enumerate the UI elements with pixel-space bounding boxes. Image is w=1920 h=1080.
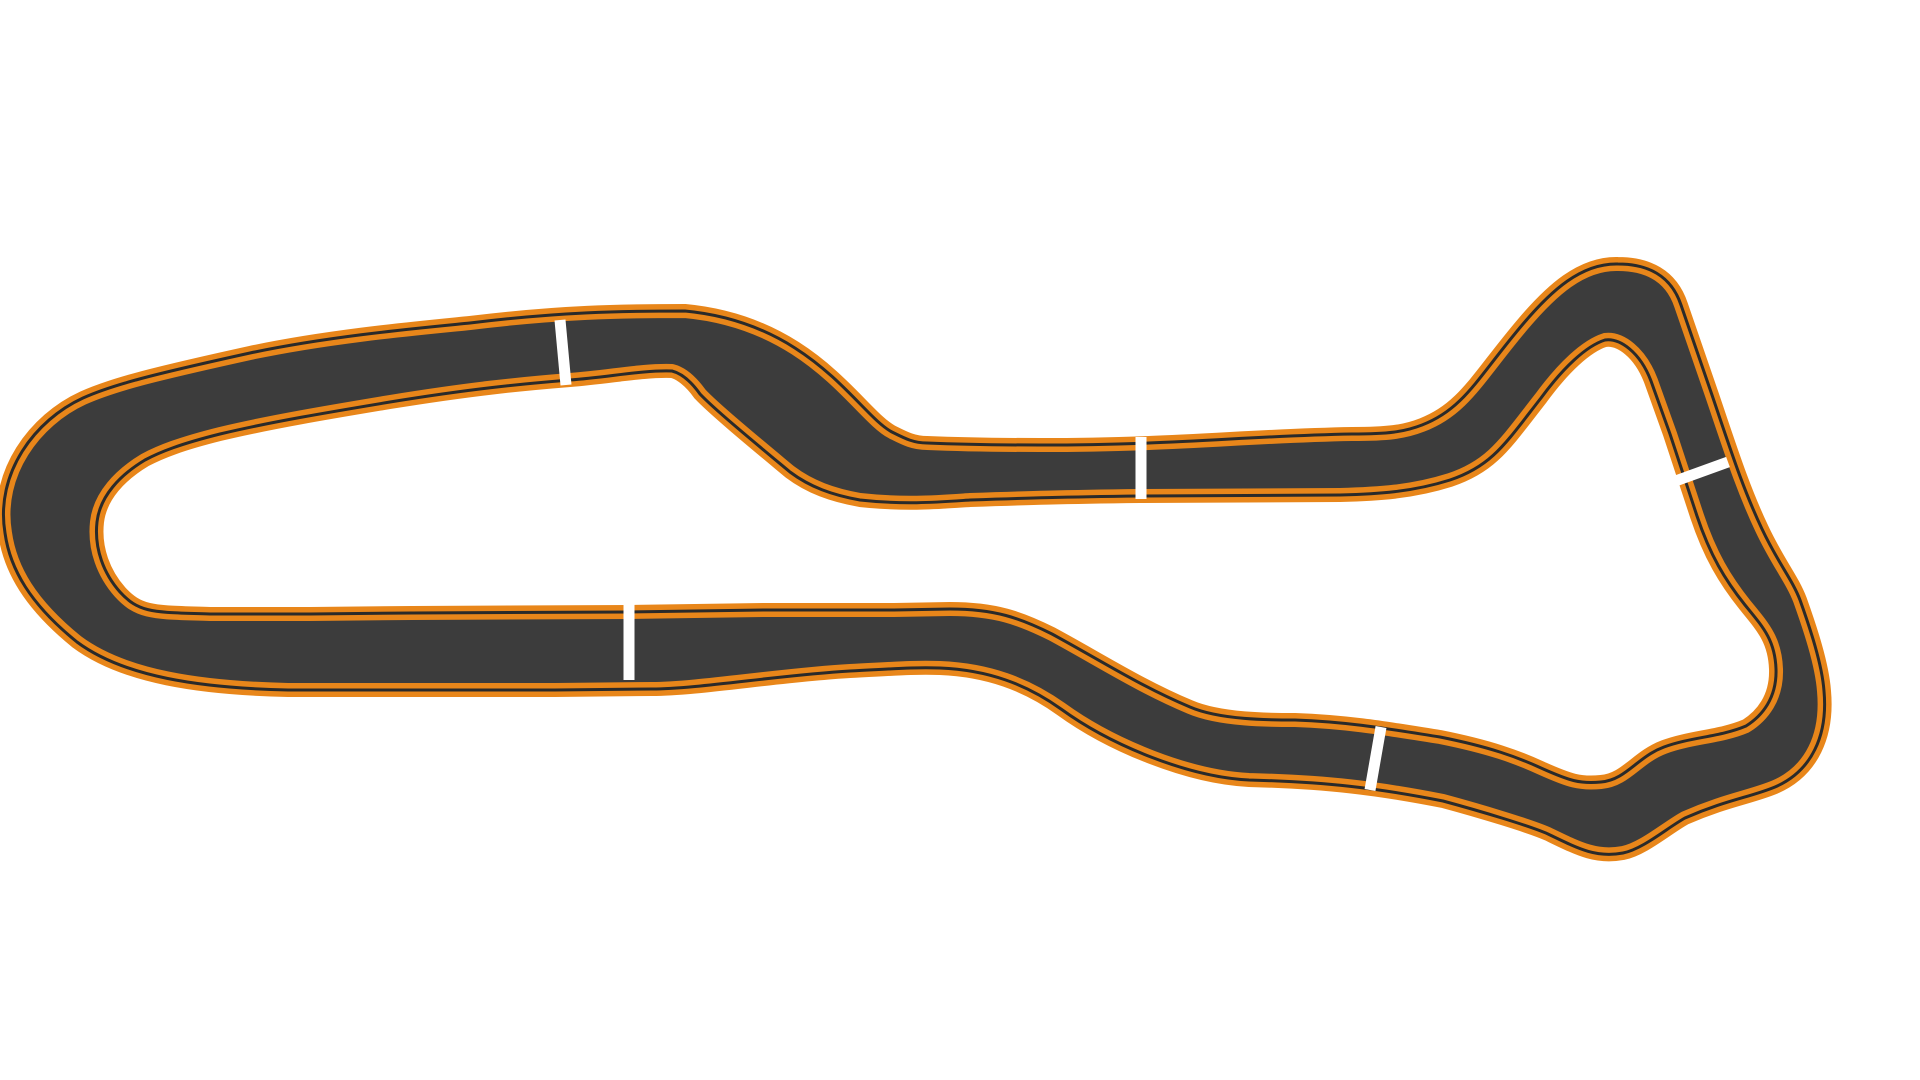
checkpoint-marker-3 bbox=[1668, 456, 1730, 489]
checkpoint-marker-1 bbox=[554, 319, 572, 386]
checkpoint-marker-4 bbox=[1364, 726, 1387, 791]
